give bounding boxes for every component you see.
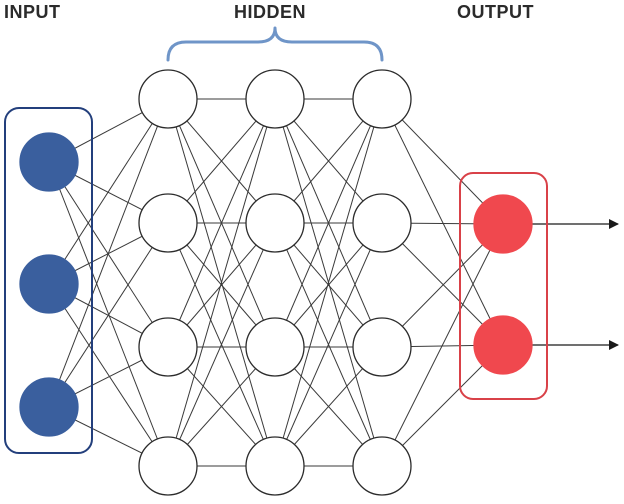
hidden-node-l1-3 [138,317,198,377]
hidden-node-l1-4 [138,436,198,496]
hidden-node-l2-1 [245,69,305,129]
hidden-node-l1-2 [138,193,198,253]
edge-l1-3-to-0 [167,98,276,467]
input-node-3 [19,377,79,437]
edge-l0-0-to-3 [48,161,169,467]
input-layer-label: INPUT [4,2,61,22]
hidden-layer-label: HIDDEN [234,2,307,22]
hidden-node-l3-1 [352,69,412,129]
hidden-node-l2-2 [245,193,305,253]
hidden-node-l3-2 [352,193,412,253]
edge-l2-3-to-1 [274,222,383,467]
edge-l0-2-to-0 [48,98,169,408]
hidden-node-l2-4 [245,436,305,496]
edge-l2-3-to-0 [274,98,383,467]
network-nodes [19,69,533,496]
edge-l3-0-to-1 [381,98,504,346]
edge-l1-2-to-0 [167,98,276,348]
edge-l3-3-to-0 [381,223,504,467]
output-node-2 [473,315,533,375]
input-node-1 [19,132,79,192]
edge-l0-0-to-2 [48,161,169,348]
edge-l1-3-to-1 [167,222,276,467]
connection-edges [48,98,619,467]
edge-l0-1-to-3 [48,283,169,467]
hidden-node-l3-3 [352,317,412,377]
input-node-2 [19,254,79,314]
output-layer-box [459,172,548,400]
output-node-1 [473,194,533,254]
hidden-layer-brace [166,26,384,62]
hidden-node-l1-1 [138,69,198,129]
input-layer-box [4,107,93,454]
edge-l2-2-to-0 [274,98,383,348]
layer-boxes [4,26,548,454]
hidden-node-l2-3 [245,317,305,377]
edge-l0-2-to-1 [48,222,169,408]
edge-l0-1-to-0 [48,98,169,285]
output-layer-label: OUTPUT [457,2,534,22]
hidden-node-l3-4 [352,436,412,496]
